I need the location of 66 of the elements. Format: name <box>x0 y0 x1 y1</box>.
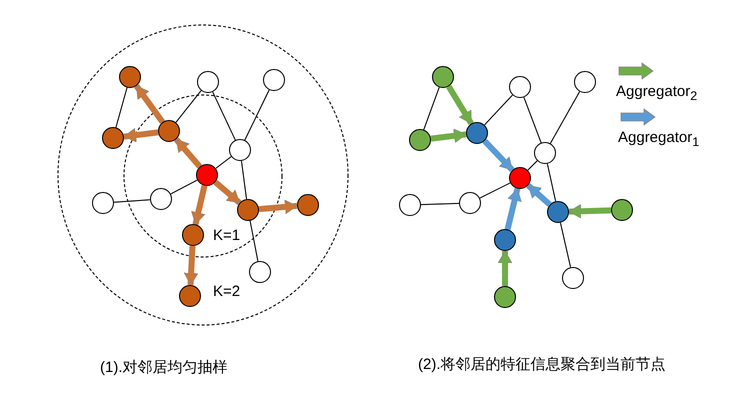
connection-line <box>240 160 248 200</box>
graph-node <box>249 261 271 283</box>
graph-node <box>150 188 172 210</box>
graph-node <box>466 122 488 144</box>
graph-node <box>611 199 633 221</box>
arrow <box>213 180 242 206</box>
connection-line <box>113 199 151 203</box>
arrow <box>124 128 158 142</box>
graph-node <box>534 142 556 164</box>
connection-line <box>212 91 236 141</box>
arrow <box>174 137 202 169</box>
graph-node <box>179 285 201 307</box>
graph-node <box>237 199 259 221</box>
graph-node <box>182 224 204 246</box>
graph-node <box>459 192 481 214</box>
arrow <box>258 200 298 214</box>
connection-line <box>527 160 538 171</box>
graph-node <box>229 139 251 161</box>
arrow <box>446 84 474 126</box>
graph-node <box>562 267 584 289</box>
arrow <box>184 246 198 286</box>
connection-line <box>479 182 511 199</box>
legend-text: Aggregator$_{2}$ <box>616 82 698 104</box>
arrow <box>134 84 165 124</box>
connection-line <box>523 96 542 144</box>
graph-node <box>196 164 218 186</box>
caption: (2).将邻居的特征信息聚合到当前节点 <box>418 355 666 374</box>
connection-line <box>550 91 580 144</box>
graph-node <box>197 71 219 93</box>
graph-node <box>509 76 531 98</box>
graph-node <box>119 66 141 88</box>
connection-line <box>250 220 258 262</box>
connection-line <box>560 222 572 268</box>
connection-line <box>215 156 232 169</box>
arrow <box>430 128 466 144</box>
connection-line <box>546 163 556 202</box>
arrow <box>482 138 515 172</box>
arrow <box>526 183 552 207</box>
arrow <box>191 185 208 225</box>
connection-line <box>423 86 440 130</box>
caption: (1).对邻居均匀抽样 <box>100 358 228 378</box>
graph-node <box>399 194 421 216</box>
graph-node <box>158 120 180 142</box>
graph-node <box>547 201 569 223</box>
connection-line <box>244 89 270 141</box>
hop-label: K=1 <box>213 226 240 246</box>
graph-node <box>574 71 596 93</box>
graph-node <box>509 167 531 189</box>
connection-line <box>170 180 198 194</box>
connection-line <box>420 202 460 206</box>
hop-label: K=2 <box>213 282 240 302</box>
graph-node <box>102 127 124 149</box>
graph-node <box>92 192 114 214</box>
graph-node <box>263 69 285 91</box>
graph-node <box>432 66 454 88</box>
legend-text: Aggregator$_{1}$ <box>618 128 700 150</box>
connection-line <box>175 90 202 123</box>
connection-line <box>115 87 128 128</box>
graph-node <box>409 129 431 151</box>
arrow <box>568 204 612 219</box>
graph-node <box>494 286 516 308</box>
graph-node <box>297 194 319 216</box>
arrow <box>498 250 512 286</box>
graph-node <box>494 229 516 251</box>
connection-line <box>484 94 513 126</box>
arrow <box>504 188 522 230</box>
